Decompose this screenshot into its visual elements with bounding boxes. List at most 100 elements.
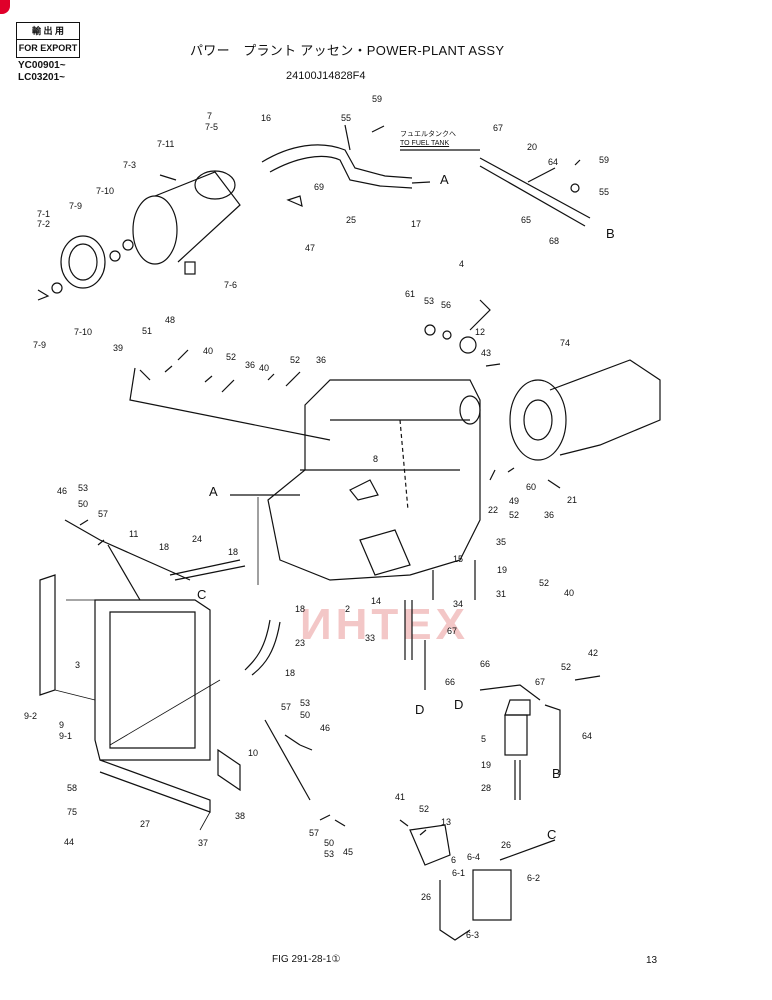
- callout-35: 35: [496, 537, 507, 547]
- callout-13: 13: [441, 817, 452, 827]
- callout-59: 59: [599, 155, 610, 165]
- callout-74: 74: [560, 338, 571, 348]
- callout-68: 68: [549, 236, 560, 246]
- fuel-lines-top: [400, 149, 591, 227]
- callout-51: 51: [142, 326, 153, 336]
- callout-b: B: [552, 766, 561, 781]
- callout-21: 21: [567, 495, 578, 505]
- callout-22: 22: [488, 505, 499, 515]
- callout-6-4: 6-4: [467, 852, 481, 862]
- callout-59: 59: [372, 94, 383, 104]
- callout-7-9: 7-9: [69, 201, 83, 211]
- callout-12: 12: [475, 327, 486, 337]
- callout-40: 40: [203, 346, 214, 356]
- callout-75: 75: [67, 807, 78, 817]
- callout-67: 67: [535, 677, 546, 687]
- callout-66: 66: [445, 677, 456, 687]
- callout-b: B: [606, 226, 615, 241]
- air-cleaner: [37, 170, 303, 301]
- callout-26: 26: [421, 892, 432, 902]
- callout-4: 4: [459, 259, 465, 269]
- callout-7-6: 7-6: [224, 280, 238, 290]
- callout-7-1: 7-1: [37, 209, 51, 219]
- callout-18: 18: [228, 547, 239, 557]
- intake-hose: [261, 124, 431, 189]
- callout-27: 27: [140, 819, 151, 829]
- callout-33: 33: [365, 633, 376, 643]
- callout-53: 53: [300, 698, 311, 708]
- callout-9: 9: [59, 720, 65, 730]
- callout-57: 57: [281, 702, 292, 712]
- callout-36: 36: [544, 510, 555, 520]
- callout-50: 50: [78, 499, 89, 509]
- callout-64: 64: [582, 731, 593, 741]
- callout-50: 50: [324, 838, 335, 848]
- hydraulic-pump: [424, 299, 661, 461]
- callout-52: 52: [561, 662, 572, 672]
- watermark: ИНТЕХ: [300, 600, 469, 649]
- callout-61: 61: [405, 289, 416, 299]
- callout-6-1: 6-1: [452, 868, 466, 878]
- callout-36: 36: [316, 355, 327, 365]
- callout-7-10: 7-10: [96, 186, 115, 196]
- serial-range-1: YC00901~: [18, 60, 66, 71]
- callout-c: C: [197, 587, 207, 602]
- callout-58: 58: [67, 783, 78, 793]
- callout-6-2: 6-2: [527, 873, 541, 883]
- callout-11: 11: [129, 529, 139, 539]
- callout-56: 56: [441, 300, 452, 310]
- callout-69: 69: [314, 182, 325, 192]
- callout-5: 5: [481, 734, 487, 744]
- callout-10: 10: [248, 748, 259, 758]
- callout-40: 40: [564, 588, 575, 598]
- assembly-part-number: 24100J14828F4: [286, 70, 366, 82]
- callout-57: 57: [309, 828, 320, 838]
- page-number: 13: [646, 955, 658, 966]
- callout-28: 28: [481, 783, 492, 793]
- callout-19: 19: [481, 760, 492, 770]
- callout-67: 67: [493, 123, 504, 133]
- callout-48: 48: [165, 315, 176, 325]
- callout-6-3: 6-3: [466, 930, 480, 940]
- callout-18: 18: [159, 542, 170, 552]
- callout-7-3: 7-3: [123, 160, 137, 170]
- callout-55: 55: [341, 113, 352, 123]
- callout-53: 53: [424, 296, 435, 306]
- callout-2: 2: [345, 604, 351, 614]
- callout-49: 49: [509, 496, 520, 506]
- callout-44: 44: [64, 837, 75, 847]
- callout-46: 46: [57, 486, 68, 496]
- callout-8: 8: [373, 454, 379, 464]
- export-stamp: 輸 出 用 FOR EXPORT: [16, 22, 80, 58]
- callout-53: 53: [324, 849, 335, 859]
- fuel-tank-note-jp: フュエルタンクへ: [400, 131, 456, 138]
- callout-7: 7: [207, 111, 213, 121]
- corner-mark: [0, 0, 10, 14]
- serial-range-2: LC03201~: [18, 72, 65, 83]
- callout-37: 37: [198, 838, 209, 848]
- callout-14: 14: [371, 596, 382, 606]
- callout-9-1: 9-1: [59, 731, 73, 741]
- callout-18: 18: [285, 668, 296, 678]
- callout-52: 52: [290, 355, 301, 365]
- callout-6: 6: [451, 855, 457, 865]
- callout-9-2: 9-2: [24, 711, 38, 721]
- callout-38: 38: [235, 811, 246, 821]
- callout-31: 31: [496, 589, 507, 599]
- callout-67: 67: [447, 626, 458, 636]
- callout-3: 3: [75, 660, 81, 670]
- callout-17: 17: [411, 219, 422, 229]
- callout-65: 65: [521, 215, 532, 225]
- callout-d: D: [454, 697, 464, 712]
- callout-26: 26: [501, 840, 512, 850]
- water-separator: [399, 819, 556, 941]
- callout-7-11: 7-11: [157, 139, 175, 149]
- callout-39: 39: [113, 343, 124, 353]
- callout-20: 20: [527, 142, 538, 152]
- callout-66: 66: [480, 659, 491, 669]
- callout-53: 53: [78, 483, 89, 493]
- callout-7-5: 7-5: [205, 122, 219, 132]
- callout-52: 52: [419, 804, 430, 814]
- callout-64: 64: [548, 157, 559, 167]
- figure-number: FIG 291-28-1①: [272, 954, 341, 965]
